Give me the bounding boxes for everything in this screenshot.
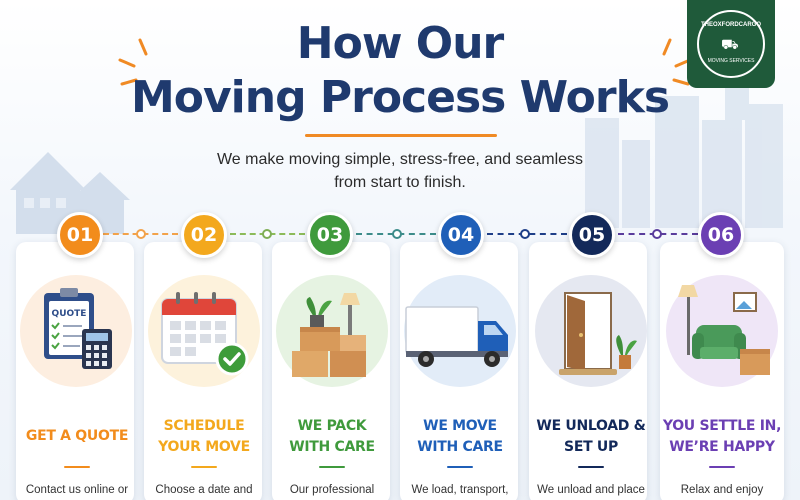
step-number-badge-5: 05 xyxy=(569,212,615,258)
clipboard-calculator-icon: QUOTE xyxy=(20,275,132,387)
connector-dot-1 xyxy=(136,229,146,239)
logo-ring xyxy=(697,10,765,78)
step-rule-5 xyxy=(578,466,604,468)
step-rule-4 xyxy=(447,466,473,468)
step-rule-2 xyxy=(191,466,217,468)
connector-dot-3 xyxy=(392,229,402,239)
title-underline xyxy=(305,134,497,137)
connector-dot-2 xyxy=(262,229,272,239)
step-number-badge-1: 01 xyxy=(57,212,103,258)
step-description-3: Our professional xyxy=(289,484,375,496)
step-title-3-line-2: WITH CARE xyxy=(289,439,375,455)
step-title-4-line-2: WITH CARE xyxy=(417,439,503,455)
connector-dot-4 xyxy=(520,229,530,239)
calendar-check-icon xyxy=(148,275,260,387)
spark-lines-left xyxy=(118,38,148,86)
truck-icon: ⛟ xyxy=(721,36,739,52)
step-title-6-line-1: YOU SETTLE IN, xyxy=(662,418,782,434)
boxes-plant-icon xyxy=(276,275,388,387)
step-number-badge-4: 04 xyxy=(438,212,484,258)
page-title-line-2: Moving Process Works xyxy=(130,72,670,123)
step-description-4: We load, transport, xyxy=(411,484,509,496)
page-title-line-1: How Our xyxy=(296,18,504,69)
step-title-4-line-1: WE MOVE xyxy=(423,418,497,434)
step-title-3-line-1: WE PACK xyxy=(297,418,367,434)
step-title-1: GET A QUOTE xyxy=(25,428,129,444)
step-number-badge-2: 02 xyxy=(181,212,227,258)
step-description-6: Relax and enjoy xyxy=(680,484,764,496)
step-number-badge-3: 03 xyxy=(307,212,353,258)
connector-dot-5 xyxy=(652,229,662,239)
armchair-lamp-icon xyxy=(666,275,778,387)
open-door-icon xyxy=(535,275,647,387)
svg-text:QUOTE: QUOTE xyxy=(52,309,87,319)
step-title-2-line-2: YOUR MOVE xyxy=(158,439,250,455)
step-rule-3 xyxy=(319,466,345,468)
company-logo-badge[interactable]: THEOXFORDCARGO ⛟ MOVING SERVICES xyxy=(687,0,775,88)
step-description-5: We unload and place xyxy=(537,484,645,496)
subtitle-line-2: from start to finish. xyxy=(334,174,466,191)
step-description-2: Choose a date and xyxy=(155,484,253,496)
subtitle-line-1: We make moving simple, stress-free, and … xyxy=(216,151,584,168)
logo-tagline: MOVING SERVICES xyxy=(707,58,755,64)
step-rule-1 xyxy=(64,466,90,468)
logo-name: THEOXFORDCARGO xyxy=(701,22,761,28)
step-title-5-line-2: SET UP xyxy=(564,439,618,455)
step-title-2-line-1: SCHEDULE xyxy=(163,418,245,434)
step-title-6-line-2: WE’RE HAPPY xyxy=(669,439,775,455)
step-title-5-line-1: WE UNLOAD & xyxy=(536,418,646,434)
step-number-badge-6: 06 xyxy=(698,212,744,258)
moving-truck-icon xyxy=(404,275,516,387)
step-description-1: Contact us online or xyxy=(25,484,129,496)
step-rule-6 xyxy=(709,466,735,468)
